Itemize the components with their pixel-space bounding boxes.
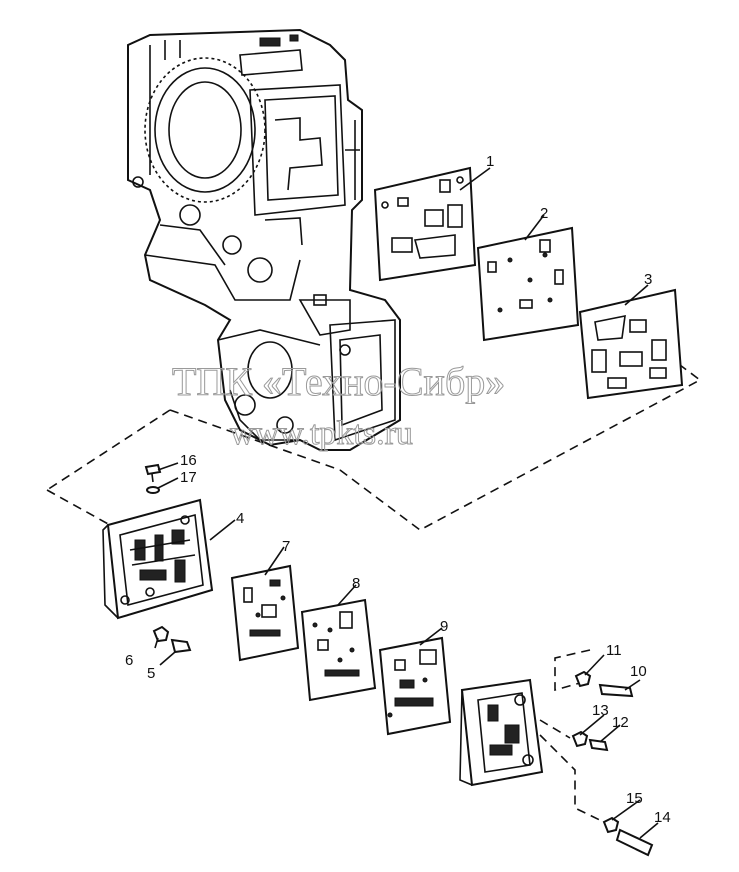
- separator-plate-2: [476, 226, 580, 342]
- callout-1: 1: [486, 153, 494, 170]
- gasket-plate-3: [578, 288, 684, 400]
- callout-12: 12: [612, 714, 629, 731]
- callout-17: 17: [180, 469, 197, 486]
- callout-7: 7: [282, 538, 290, 555]
- gasket-plate-1: [373, 166, 477, 282]
- callout-labels: 1 2 3 4 5 6 7 8 9 10 11 12 13 14 15 16 1…: [125, 153, 671, 826]
- plate-7: [230, 564, 300, 662]
- assembly-dashed-lines: [46, 34, 702, 826]
- plate-8: [300, 598, 377, 702]
- lower-valve-body: [459, 678, 544, 787]
- callout-15: 15: [626, 790, 643, 807]
- callout-2: 2: [540, 205, 548, 222]
- watermark-company: ТПК «Техно-Сибр»: [172, 359, 505, 404]
- transmission-housing: [127, 28, 401, 451]
- callout-4: 4: [236, 510, 244, 527]
- callout-11: 11: [606, 642, 622, 659]
- callout-16: 16: [180, 452, 197, 469]
- watermark: ТПК «Техно-Сибр» www.tpkts.ru: [172, 359, 506, 453]
- callout-5: 5: [147, 665, 155, 682]
- callout-9: 9: [440, 618, 448, 635]
- plate-9: [378, 636, 452, 736]
- callout-14: 14: [654, 809, 671, 826]
- leader-lines: [154, 167, 659, 839]
- callout-13: 13: [592, 702, 609, 719]
- valve-body-4: [102, 498, 214, 620]
- callout-8: 8: [352, 575, 360, 592]
- watermark-url: www.tpkts.ru: [230, 415, 413, 452]
- fasteners: [144, 463, 654, 857]
- callout-10: 10: [630, 663, 647, 680]
- callout-3: 3: [644, 271, 652, 288]
- callout-6: 6: [125, 652, 133, 669]
